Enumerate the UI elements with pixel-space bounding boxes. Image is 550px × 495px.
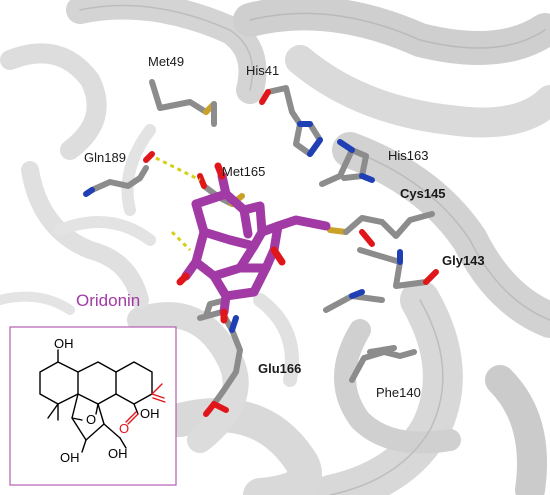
met49-sticks xyxy=(149,79,217,127)
struct-oh-right: OH xyxy=(140,406,160,421)
struct-o-ring: O xyxy=(86,412,96,427)
struct-oh-bottom-left: OH xyxy=(60,450,80,465)
phe140-sticks xyxy=(349,345,417,383)
struct-oh-top: OH xyxy=(54,336,74,351)
struct-o-ketone: O xyxy=(119,421,129,436)
his41-sticks xyxy=(259,85,323,157)
label-glu166: Glu166 xyxy=(258,361,301,376)
oridonin-ligand xyxy=(181,171,331,317)
residue-sticks xyxy=(83,79,439,417)
gly143-sticks xyxy=(323,247,439,313)
label-phe140: Phe140 xyxy=(376,385,421,400)
label-gly143: Gly143 xyxy=(442,253,485,268)
gln189-sticks xyxy=(83,151,155,197)
label-gln189: Gln189 xyxy=(84,150,126,165)
skeletal-formula xyxy=(39,349,153,453)
ligand-name: Oridonin xyxy=(76,291,140,310)
structure-inset: OH O O OH OH OH xyxy=(9,326,177,486)
label-his163: His163 xyxy=(388,148,428,163)
label-met165: Met165 xyxy=(222,164,265,179)
label-met49: Met49 xyxy=(148,54,184,69)
hbond-gln189 xyxy=(155,156,201,182)
his163-sticks xyxy=(319,139,375,187)
enone-highlight xyxy=(125,383,166,425)
struct-oh-bottom-right: OH xyxy=(108,446,128,461)
label-cys145: Cys145 xyxy=(400,186,446,201)
oridonin-oxygens xyxy=(176,162,286,324)
hbond-glu166 xyxy=(170,230,192,252)
cys145-sticks xyxy=(327,211,435,247)
residue-labels: Met49 His41 Gln189 Met165 His163 Cys145 … xyxy=(84,54,485,400)
inset-frame xyxy=(9,326,177,486)
hydrogen-bonds xyxy=(155,156,201,252)
label-his41: His41 xyxy=(246,63,279,78)
